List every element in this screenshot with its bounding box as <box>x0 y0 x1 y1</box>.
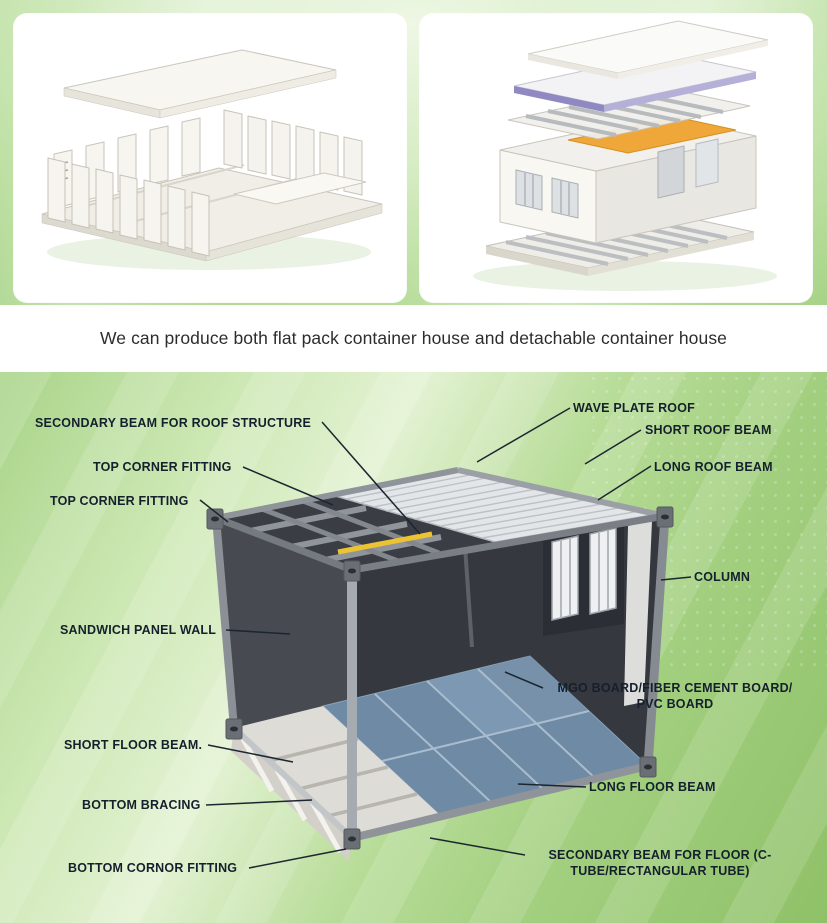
ceiling-board-layer <box>513 52 757 112</box>
leader-sandwich-panel-wall <box>225 629 291 635</box>
column-right <box>643 515 670 767</box>
label-bottom-cornor-fitting: BOTTOM CORNOR FITTING <box>68 861 238 875</box>
long-roof-beam-back <box>215 467 459 521</box>
roof-rails <box>214 467 666 574</box>
floor-beam-structure <box>231 706 441 861</box>
caption-text: We can produce both flat pack container … <box>99 328 727 348</box>
ceiling-joist-layer <box>507 86 751 140</box>
leader-long-roof-beam <box>597 465 652 501</box>
leader-top-corner-fitting-a <box>242 466 334 506</box>
leader-top-corner-fitting-b <box>199 499 229 523</box>
label-secondary-beam-roof: SECONDARY BEAM FOR ROOF STRUCTURE <box>35 416 312 430</box>
column-left <box>212 517 238 729</box>
label-long-roof-beam: LONG ROOF BEAM <box>654 460 773 474</box>
label-mgo-board: MGO BOARD/FIBER CEMENT BOARD/ PVC BOARD <box>557 681 793 712</box>
window <box>695 138 719 188</box>
yellow-beam <box>337 531 433 555</box>
window <box>515 169 579 219</box>
window <box>551 535 579 621</box>
label-short-roof-beam: SHORT ROOF BEAM <box>645 423 772 437</box>
short-roof-beam-front <box>214 514 354 574</box>
structure-diagram-section: SECONDARY BEAM FOR ROOF STRUCTURE TOP CO… <box>0 372 827 923</box>
leader-short-roof-beam <box>584 429 642 465</box>
flat-pack-container-illustration <box>41 49 383 270</box>
leader-secondary-beam-floor <box>429 837 526 856</box>
detachable-container-image <box>420 14 812 302</box>
long-floor-beam-rail <box>351 762 649 842</box>
label-sandwich-panel-wall: SANDWICH PANEL WALL <box>60 623 217 637</box>
flat-pack-container-image <box>14 14 406 302</box>
label-short-floor-beam: SHORT FLOOR BEAM. <box>64 738 203 752</box>
label-wave-plate-roof: WAVE PLATE ROOF <box>573 401 695 415</box>
leader-lines <box>199 407 692 869</box>
container-structure-diagram <box>199 407 692 869</box>
front-wall-panels <box>47 157 210 257</box>
bottom-floor-frame <box>485 209 755 276</box>
leader-short-floor-beam <box>207 744 294 763</box>
label-column: COLUMN <box>694 570 751 584</box>
caption-band: We can produce both flat pack container … <box>0 305 827 372</box>
leader-bottom-cornor-fitting <box>248 848 347 869</box>
label-bottom-bracing: BOTTOM BRACING <box>82 798 201 812</box>
window <box>589 527 617 615</box>
long-roof-beam-front <box>351 512 666 574</box>
columns <box>212 515 670 838</box>
door-opening <box>657 145 685 199</box>
roof-beam-structure <box>216 495 502 570</box>
roof-sheet-layer <box>527 20 769 79</box>
short-floor-beam-rail <box>231 725 355 841</box>
leader-mgo-board <box>504 671 544 689</box>
flat-panel <box>233 172 367 205</box>
label-top-corner-fitting-b: TOP CORNER FITTING <box>50 494 189 508</box>
leader-bottom-bracing <box>205 799 313 806</box>
room-box <box>499 114 757 244</box>
leader-long-floor-beam <box>517 783 587 788</box>
floor-rails <box>231 725 649 842</box>
hero-section <box>0 0 827 305</box>
short-roof-beam-right <box>457 467 666 519</box>
ground-shadow <box>473 261 777 291</box>
leader-column <box>660 576 692 581</box>
back-wall <box>543 516 652 706</box>
leader-wave-plate-roof <box>476 407 571 463</box>
detachable-container-illustration <box>473 20 777 291</box>
wall-panel <box>624 521 652 706</box>
roof-slab <box>63 49 337 119</box>
label-long-floor-beam: LONG FLOOR BEAM <box>589 780 716 794</box>
label-top-corner-fitting-a: TOP CORNER FITTING <box>93 460 232 474</box>
label-secondary-beam-floor: SECONDARY BEAM FOR FLOOR (C-TUBE/RECTANG… <box>548 848 772 879</box>
leader-secondary-beam-roof <box>321 421 421 535</box>
